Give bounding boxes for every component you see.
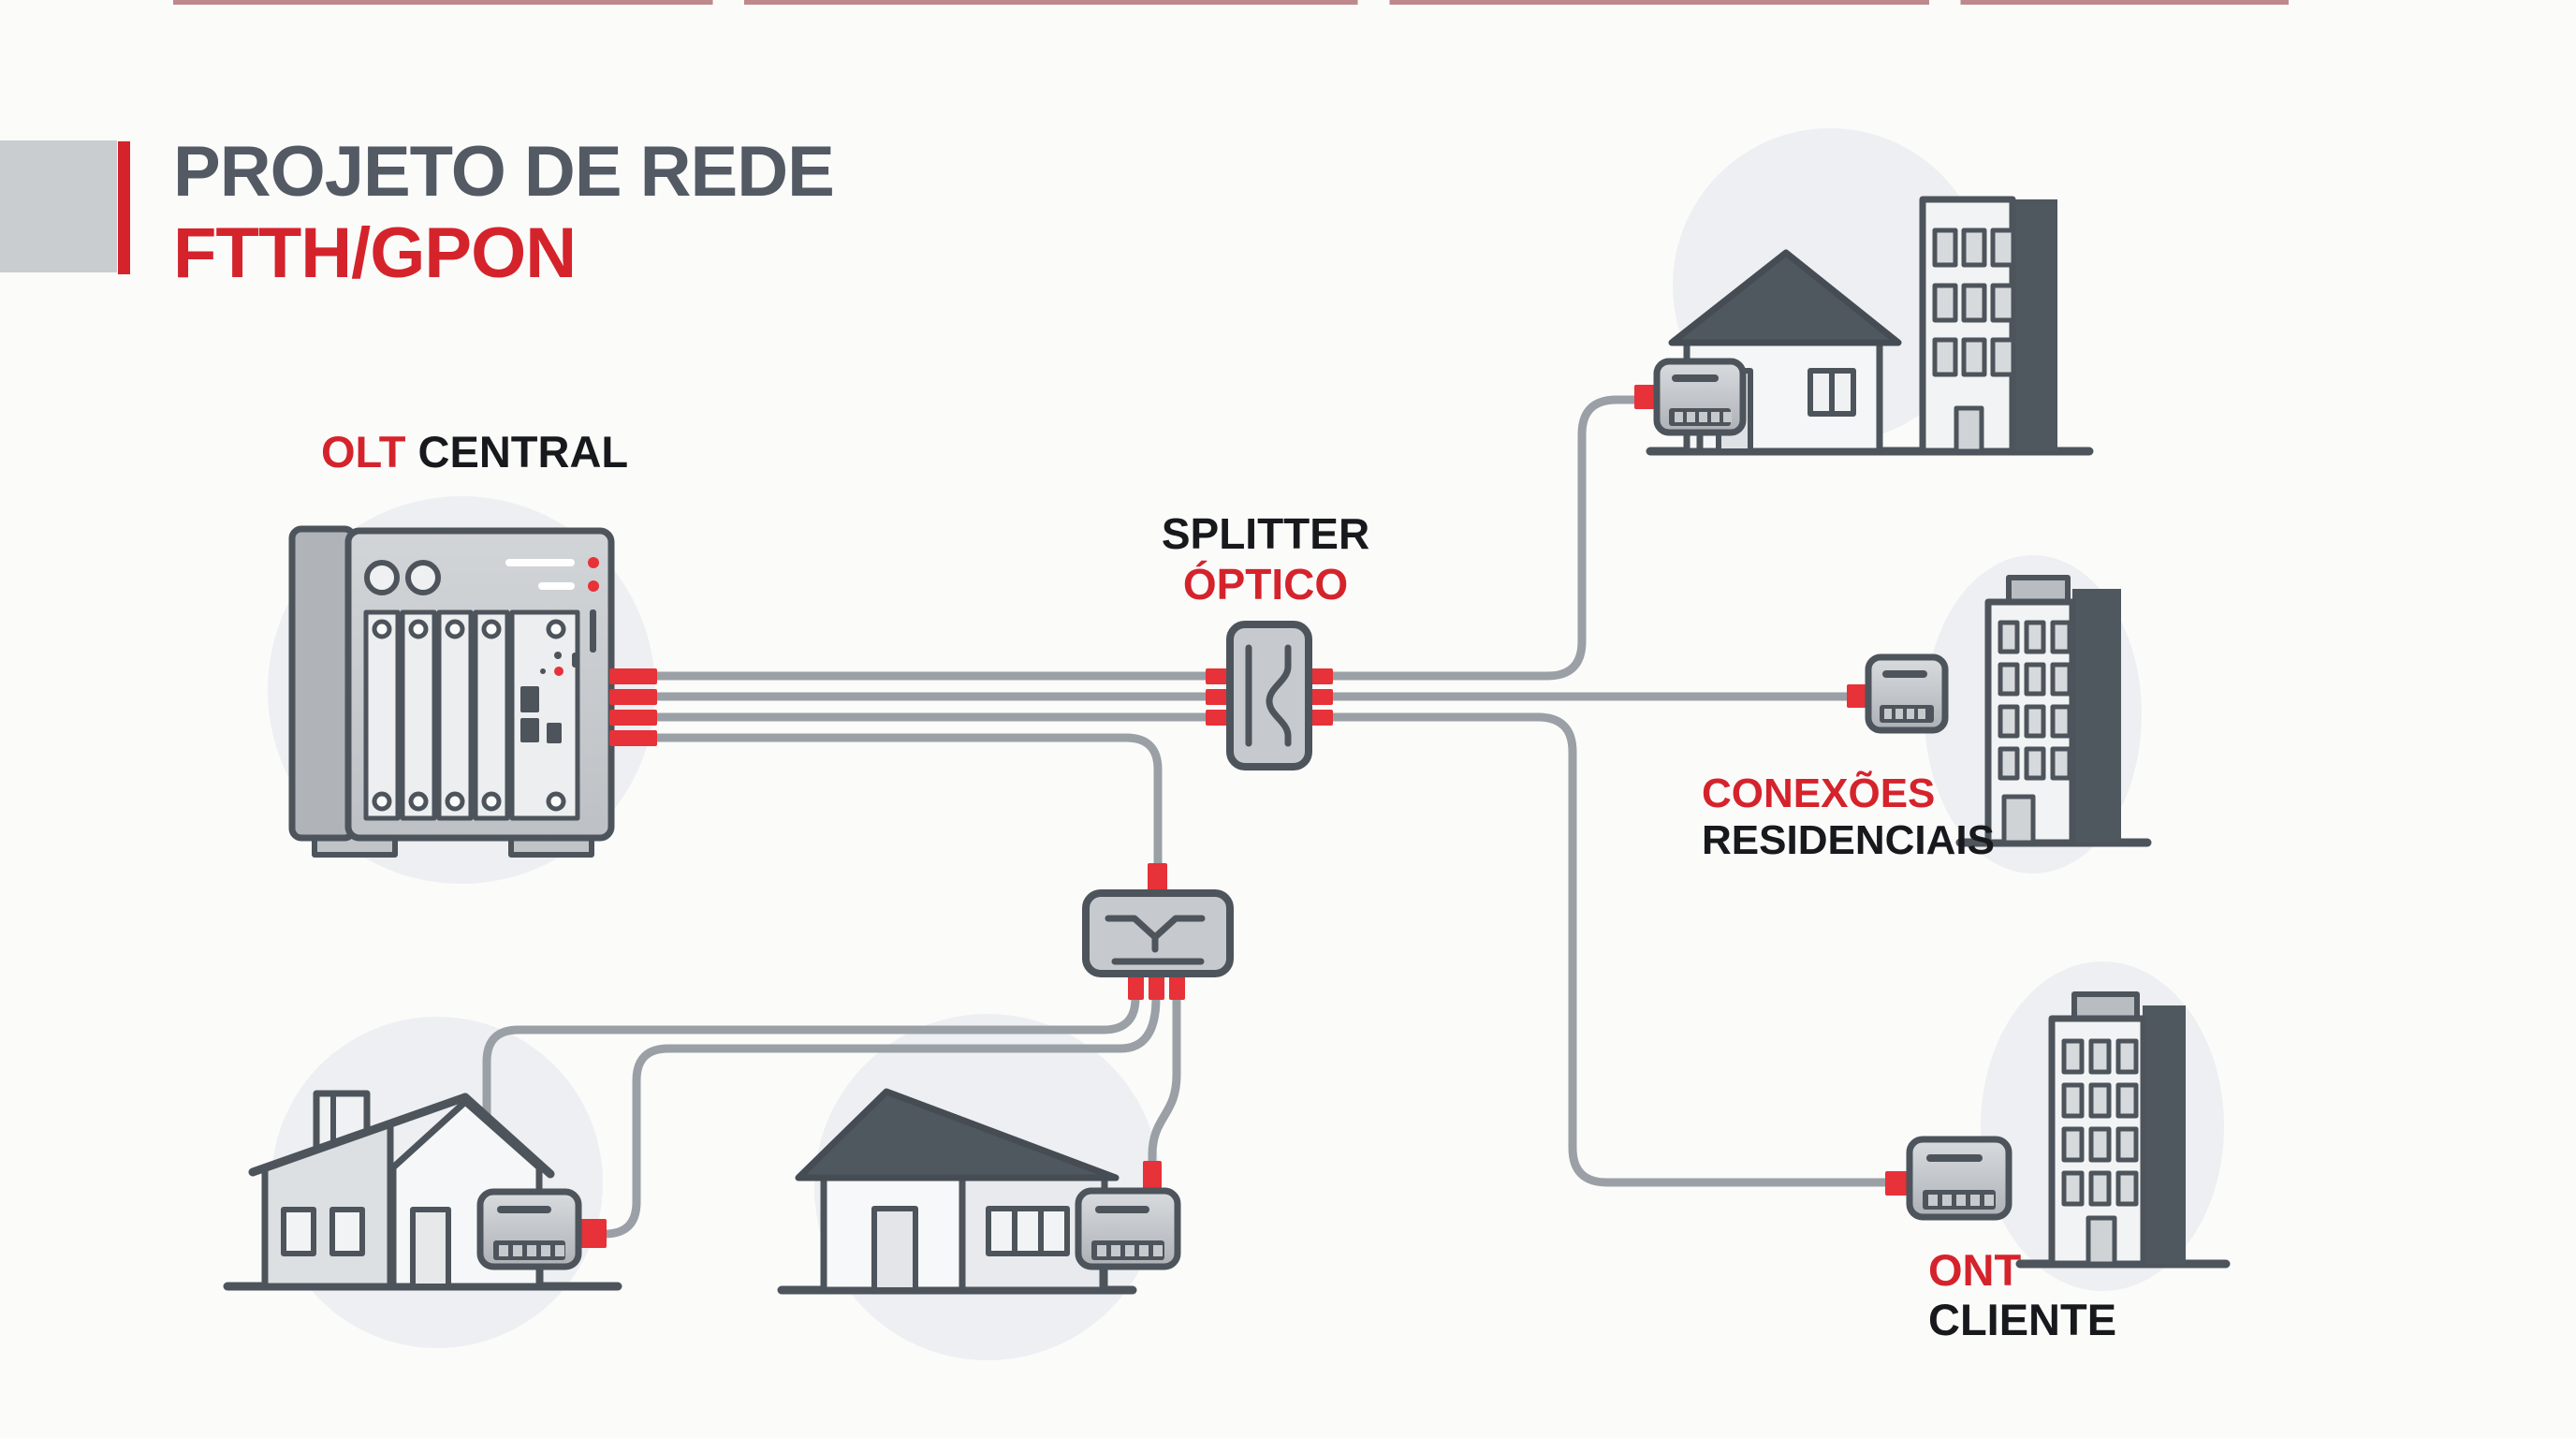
window bbox=[329, 1207, 365, 1256]
ont-modem-icon bbox=[1075, 1161, 1181, 1290]
roof-edge bbox=[248, 1093, 470, 1177]
connections-label-line1: CONEXÕES bbox=[1702, 770, 1936, 816]
ont-modem-icon bbox=[476, 1188, 607, 1286]
ont-modem-icon bbox=[1847, 653, 1949, 734]
page-title-line2: FTTH/GPON bbox=[173, 213, 577, 293]
splitter-ports bbox=[1206, 668, 1333, 726]
roof-edge bbox=[461, 1093, 555, 1179]
building-door bbox=[1954, 405, 1984, 454]
building-windows bbox=[2061, 1038, 2139, 1207]
building-side bbox=[2143, 1005, 2186, 1264]
ont-vents bbox=[1675, 412, 1732, 422]
torn-edge-decoration bbox=[173, 0, 2289, 5]
window bbox=[986, 1206, 1070, 1256]
splitter-output-ports bbox=[1128, 972, 1185, 1000]
fiber-cable bbox=[651, 733, 1163, 872]
splitter-label-line1: SPLITTER bbox=[1161, 509, 1370, 558]
ont-status-line bbox=[497, 1206, 551, 1213]
ont-fiber-port bbox=[575, 1219, 607, 1248]
apartment-building-icon bbox=[2048, 991, 2186, 1268]
window bbox=[281, 1207, 316, 1256]
building-door bbox=[2001, 794, 2036, 845]
client-label-line2: CLIENTE bbox=[1928, 1295, 2117, 1344]
conexoes-residenciais-label: CONEXÕES RESIDENCIAIS bbox=[1702, 770, 1995, 864]
ont-vents bbox=[1928, 1195, 1994, 1206]
fiber-cable bbox=[594, 993, 1161, 1239]
olt-vent-line bbox=[538, 582, 575, 590]
optical-splitter-icon bbox=[1206, 621, 1333, 770]
olt-port-round bbox=[405, 560, 441, 595]
roof bbox=[1668, 249, 1902, 346]
olt-central-label: OLT CENTRAL bbox=[321, 426, 628, 477]
fiber-cables bbox=[482, 395, 1894, 1239]
window bbox=[1808, 368, 1856, 417]
fiber-cable bbox=[1326, 712, 1894, 1187]
premises-mid-right bbox=[1847, 575, 2152, 847]
olt-line-cards bbox=[363, 609, 580, 821]
olt-side-panel bbox=[288, 525, 358, 842]
fiber-cable bbox=[1326, 395, 1645, 681]
olt-vent-line bbox=[505, 559, 575, 566]
door bbox=[871, 1206, 918, 1293]
brand-block bbox=[0, 140, 117, 272]
ont-status-line bbox=[1926, 1154, 1983, 1162]
roof bbox=[795, 1088, 1120, 1181]
building-side bbox=[2072, 589, 2121, 843]
olt-uplink-card-details bbox=[520, 652, 578, 743]
olt-port-round bbox=[364, 560, 400, 595]
olt-card-screws bbox=[372, 619, 566, 812]
splitter-y-branch-glyph bbox=[1105, 915, 1206, 965]
fiber-cable bbox=[1148, 993, 1181, 1171]
premises-top-right bbox=[1634, 196, 2094, 456]
ont-status-line bbox=[1672, 374, 1719, 382]
ont-vents bbox=[499, 1245, 564, 1256]
ont-modem-icon bbox=[1885, 1136, 2012, 1221]
apartment-building-icon bbox=[1984, 575, 2121, 846]
premises-bottom-right bbox=[1885, 991, 2231, 1269]
apartment-building-icon bbox=[1919, 196, 2057, 455]
olt-handle bbox=[590, 609, 596, 653]
ont-cliente-label: ONT CLIENTE bbox=[1928, 1245, 2116, 1344]
house-icon bbox=[777, 1088, 1181, 1295]
building-windows bbox=[1932, 227, 2016, 377]
ont-fiber-port bbox=[1143, 1161, 1162, 1195]
client-label-line1: ONT bbox=[1928, 1245, 2022, 1295]
splitter-label-line2: ÓPTICO bbox=[1182, 560, 1349, 609]
brand-accent-bar bbox=[118, 141, 130, 274]
building-windows bbox=[1998, 620, 2072, 781]
olt-label-accent: OLT bbox=[321, 427, 406, 477]
house-icon bbox=[223, 1090, 622, 1291]
ont-modem-icon bbox=[1634, 358, 1747, 451]
building-side bbox=[2012, 199, 2057, 451]
ont-vents bbox=[1884, 709, 1925, 719]
ont-status-line bbox=[1095, 1206, 1149, 1213]
secondary-splitter-icon bbox=[1082, 863, 1234, 1000]
olt-label-rest: CENTRAL bbox=[405, 427, 629, 477]
splitter-optico-label: SPLITTER ÓPTICO bbox=[1161, 508, 1370, 609]
page-title-line1: PROJETO DE REDE bbox=[173, 132, 835, 212]
splitter-input-port bbox=[1148, 863, 1167, 897]
olt-fiber-ports bbox=[609, 668, 657, 746]
ont-fiber-port bbox=[1885, 1171, 1911, 1196]
door bbox=[410, 1207, 451, 1289]
ont-status-line bbox=[1882, 670, 1927, 678]
building-door bbox=[2086, 1215, 2117, 1267]
olt-status-led bbox=[588, 557, 599, 568]
olt-chassis-icon bbox=[288, 525, 657, 858]
ont-vents bbox=[1097, 1245, 1163, 1256]
connections-label-line2: RESIDENCIAIS bbox=[1702, 817, 1995, 863]
olt-status-led bbox=[588, 580, 599, 592]
page-title: PROJETO DE REDE FTTH/GPON bbox=[173, 131, 835, 294]
fiber-cable bbox=[482, 993, 1140, 1139]
splitter-branch-glyph bbox=[1245, 644, 1292, 747]
